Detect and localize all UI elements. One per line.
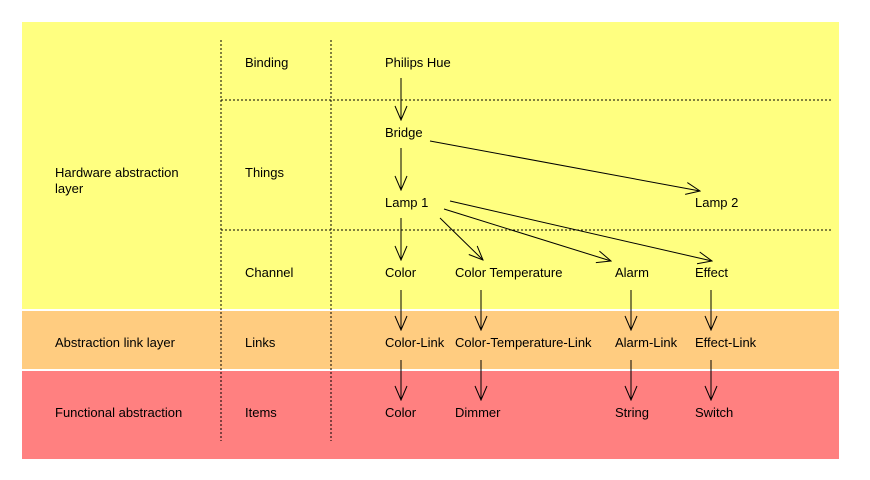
node-bridge: Bridge [385,125,423,140]
link-effect: Effect-Link [695,335,757,350]
row-label-links: Links [245,335,276,350]
row-label-items: Items [245,405,277,420]
abstraction-link-band [22,311,839,369]
arrow-bridge-to-lamp2 [429,140,700,191]
layer-label-functional: Functional abstraction [55,405,183,420]
arrow-lamp1-to-ch-effect [449,200,712,261]
link-alarm: Alarm-Link [615,335,678,350]
layer-label-hardware: Hardware abstraction layer [55,165,179,196]
item-dimmer: Dimmer [455,405,501,420]
functional-abstraction-band [22,371,839,459]
channel-effect: Effect [695,265,729,280]
node-lamp-1: Lamp 1 [385,195,429,210]
arrow-lamp1-to-ch-color-temp [439,217,483,260]
item-string: String [615,405,649,420]
channel-alarm: Alarm [615,265,649,280]
link-color: Color-Link [385,335,445,350]
row-label-things: Things [245,165,285,180]
channel-color: Color [385,265,417,280]
row-label-channel: Channel [245,265,294,280]
channel-color-temperature: Color Temperature [455,265,563,280]
item-color: Color [385,405,417,420]
link-color-temperature: Color-Temperature-Link [455,335,592,350]
layer-label-link: Abstraction link layer [55,335,175,350]
arrow-lamp1-to-ch-alarm [443,208,611,261]
node-lamp-2: Lamp 2 [695,195,739,210]
item-switch: Switch [695,405,734,420]
node-philips-hue: Philips Hue [385,55,451,70]
row-label-binding: Binding [245,55,289,70]
